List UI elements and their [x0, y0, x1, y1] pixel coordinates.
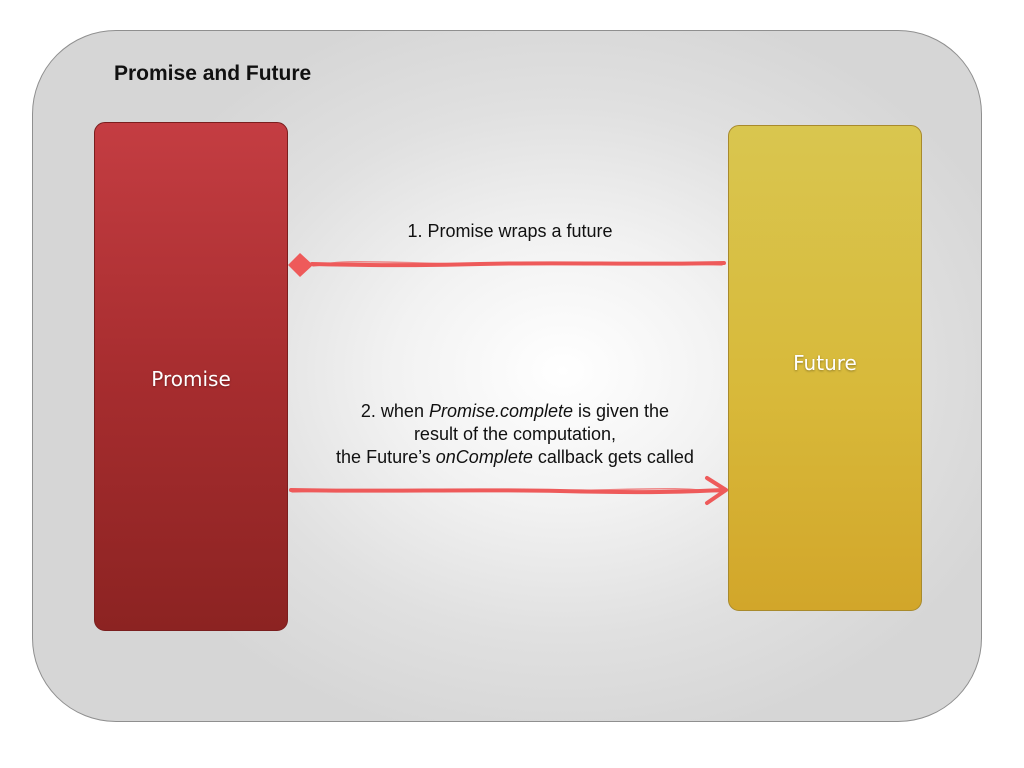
future-node: Future	[728, 125, 922, 611]
complete-label-line-1: 2. when Promise.complete is given the	[290, 400, 740, 423]
wraps-edge-label: 1. Promise wraps a future	[407, 221, 613, 241]
complete-edge-label: 2. when Promise.complete is given the re…	[290, 400, 740, 469]
promise-node: Promise	[94, 122, 288, 631]
future-node-label: Future	[793, 351, 857, 375]
complete-label-line-3-prefix: the Future’s	[336, 447, 436, 467]
complete-label-line-3: the Future’s onComplete callback gets ca…	[290, 446, 740, 469]
complete-label-line-2: result of the computation,	[413, 424, 617, 444]
complete-label-line-1-method: Promise.complete	[428, 401, 574, 421]
complete-label-line-3-callback: onComplete	[435, 447, 533, 467]
complete-label-line-3-suffix: callback gets called	[532, 447, 694, 467]
complete-label-line-1-prefix: 2. when	[360, 401, 429, 421]
diagram-title: Promise and Future	[114, 62, 312, 85]
complete-label-line-1-suffix: is given the	[573, 401, 670, 421]
promise-node-label: Promise	[151, 366, 231, 391]
